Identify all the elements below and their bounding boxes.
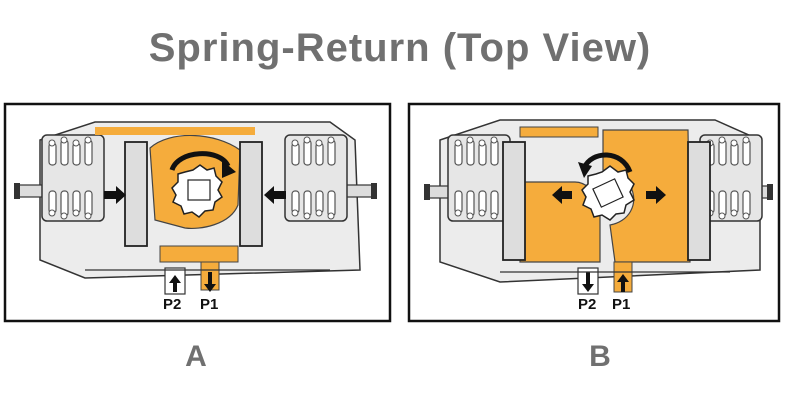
panel-a-fluid-bottom	[159, 245, 239, 263]
panel-a-label-p1: P1	[200, 296, 219, 313]
panel-a-spring-left	[41, 134, 105, 222]
panel-b-p1-arrow	[617, 274, 629, 292]
panel-a-right-arrow	[264, 186, 286, 204]
panel-b-right-piston	[687, 141, 711, 261]
panel-b-p2-arrow	[582, 272, 594, 292]
panel-a-rotation-arrow	[169, 151, 231, 172]
panel-b-label-p2: P2	[578, 296, 597, 313]
panel-b-spring-left	[447, 134, 511, 222]
panel-b-caption: B	[589, 340, 611, 373]
panel-a-left-piston	[124, 141, 148, 247]
panel-a-p2-arrow	[169, 275, 181, 292]
panel-a-label-p2: P2	[163, 296, 182, 313]
panel-a-p1-arrow	[204, 272, 216, 292]
panel-b-right-arrow	[646, 186, 666, 204]
panel-a-spring-right	[284, 134, 348, 222]
panel-b-label-p1: P1	[612, 296, 631, 313]
panel-b	[407, 102, 781, 323]
panel-a-right-piston	[239, 141, 263, 247]
panel-b-left-arrow	[552, 186, 572, 204]
panel-a-caption: A	[185, 340, 207, 373]
page-title: Spring-Return (Top View)	[148, 26, 652, 70]
panel-b-left-piston	[502, 141, 526, 261]
panel-b-fluid-top	[519, 126, 599, 138]
panel-b-rotation-arrow	[581, 152, 633, 174]
panel-a-left-arrow	[104, 186, 126, 204]
panel-a	[3, 102, 392, 323]
